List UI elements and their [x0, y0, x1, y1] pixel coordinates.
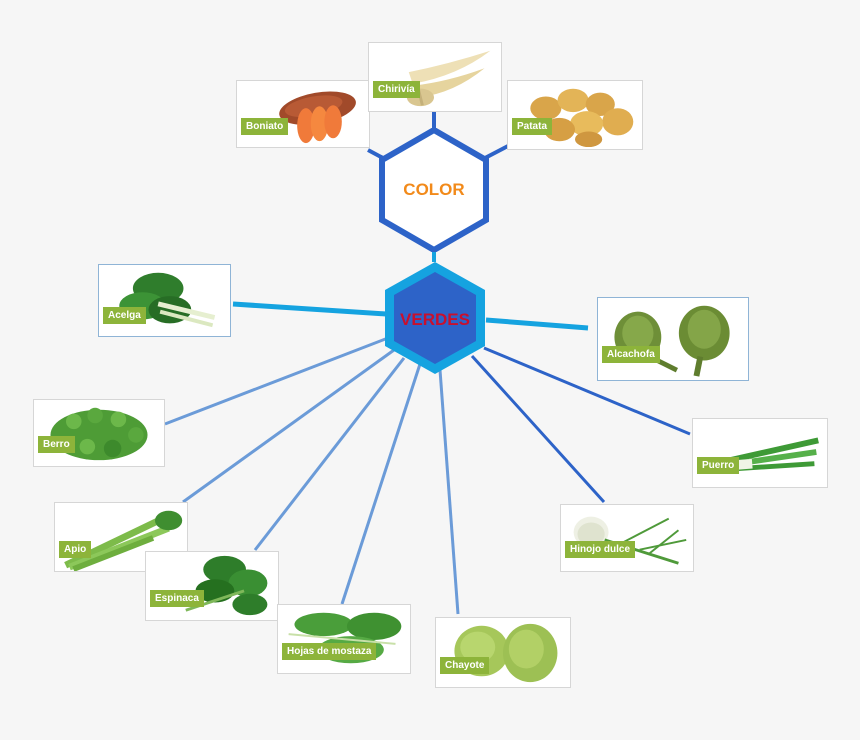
card-chayote[interactable]: Chayote	[435, 617, 571, 688]
card-boniato[interactable]: Boniato	[236, 80, 370, 148]
parsnip-icon	[369, 43, 501, 111]
card-patata[interactable]: Patata	[507, 80, 643, 150]
label-patata: Patata	[512, 118, 552, 135]
verdes-hub[interactable]: VERDES	[382, 260, 488, 376]
chard-icon	[99, 265, 230, 336]
label-mostaza: Hojas de mostaza	[282, 643, 376, 660]
watercress-icon	[34, 400, 164, 466]
label-chayote: Chayote	[440, 657, 489, 674]
sweet-potato-icon	[237, 81, 369, 147]
card-espinaca[interactable]: Espinaca	[145, 551, 279, 621]
connector-hinojo	[472, 356, 604, 502]
card-chirivia[interactable]: Chirivía	[368, 42, 502, 112]
label-hinojo: Hinojo dulce	[565, 541, 635, 558]
color-hub[interactable]: COLOR	[378, 128, 490, 252]
connector-chayote	[440, 370, 458, 614]
card-mostaza[interactable]: Hojas de mostaza	[277, 604, 411, 674]
connector-espinaca	[255, 358, 404, 550]
leek-icon	[693, 419, 827, 487]
artichoke-icon	[598, 298, 748, 380]
color-hub-label: COLOR	[378, 180, 490, 200]
connector-apio	[183, 350, 394, 502]
card-hinojo[interactable]: Hinojo dulce	[560, 504, 694, 572]
label-berro: Berro	[38, 436, 75, 453]
card-puerro[interactable]: Puerro	[692, 418, 828, 488]
spinach-icon	[146, 552, 278, 620]
connector-acelga	[233, 304, 386, 314]
connector-alcachofa	[486, 320, 588, 328]
mustard-greens-icon	[278, 605, 410, 673]
connector-berro	[165, 338, 388, 424]
fennel-icon	[561, 505, 693, 571]
label-chirivia: Chirivía	[373, 81, 420, 98]
card-berro[interactable]: Berro	[33, 399, 165, 467]
card-acelga[interactable]: Acelga	[98, 264, 231, 337]
verdes-hub-label: VERDES	[382, 310, 488, 330]
label-apio: Apio	[59, 541, 91, 558]
label-boniato: Boniato	[241, 118, 288, 135]
potato-icon	[508, 81, 642, 149]
label-alcachofa: Alcachofa	[602, 346, 660, 363]
label-puerro: Puerro	[697, 457, 739, 474]
card-alcachofa[interactable]: Alcachofa	[597, 297, 749, 381]
label-acelga: Acelga	[103, 307, 146, 324]
chayote-icon	[436, 618, 570, 687]
label-espinaca: Espinaca	[150, 590, 204, 607]
connector-mostaza	[342, 364, 420, 604]
